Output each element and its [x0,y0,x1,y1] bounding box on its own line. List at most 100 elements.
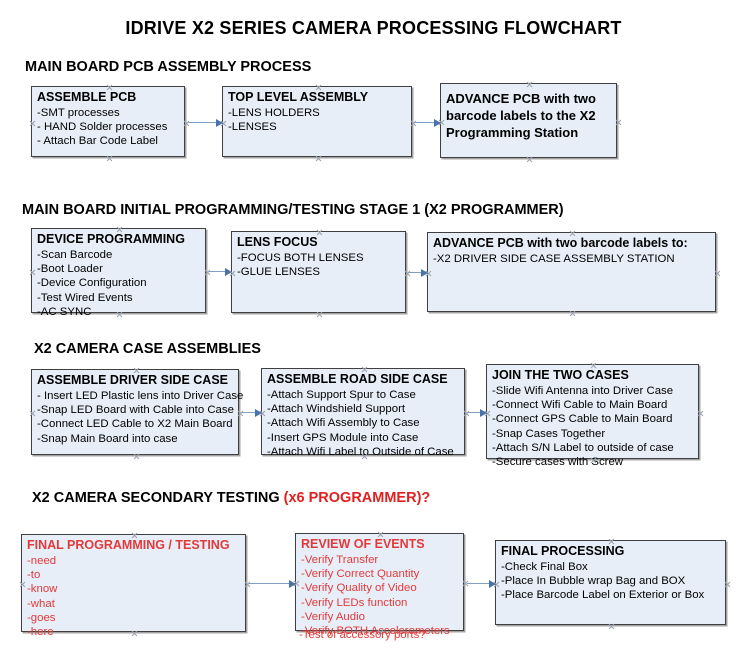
node-line: -Connect GPS Cable to Main Board [492,413,673,426]
node-top-level-assembly[interactable]: TOP LEVEL ASSEMBLY -LENS HOLDERS -LENSES [222,86,412,157]
node-line: -Attach Wifi Label to Outside of Case [267,445,454,458]
node-assemble-driver-side-case[interactable]: ASSEMBLE DRIVER SIDE CASE - Insert LED P… [29,369,244,455]
node-line: -Attach Support Spur to Case [267,389,416,401]
section-label: X2 CAMERA CASE ASSEMBLIES [34,341,261,357]
node-line: -Snap Cases Together [492,427,606,440]
node-line: -Boot Loader [37,263,103,276]
node-line: -Slide Wifi Antenna into Driver Case [492,385,674,397]
node-title: LENS FOCUS [237,235,318,249]
section-header-initial-programming: MAIN BOARD INITIAL PROGRAMMING/TESTING S… [22,202,564,218]
node-advance-pcb-driver-station[interactable]: ADVANCE PCB with two barcode labels to: … [427,232,716,312]
connection-handle-left[interactable] [29,410,36,417]
node-line: -what [27,597,55,610]
node-line-overflow-accessory-ports: -Test of accessory ports? [299,629,426,641]
node-final-programming-testing[interactable]: FINAL PROGRAMMING / TESTING -need -to -k… [19,534,246,638]
node-line: -AC SYNC [37,305,92,318]
node-line: -Verify Transfer [301,554,379,566]
node-title: FINAL PROCESSING [501,544,625,558]
node-title: ADVANCE PCB with two barcode labels to: [433,236,688,250]
connection-handle-right[interactable] [204,269,211,276]
node-line: -Test Wired Events [37,291,133,304]
section-label-accent: (x6 PROGRAMMER)? [283,490,431,506]
node-line: -Snap Main Board into case [37,432,178,445]
connector-finalprog-to-review [249,579,296,588]
connection-handle-left[interactable] [29,120,36,127]
section-label: X2 CAMERA SECONDARY TESTING [32,490,284,506]
section-header-pcb-assembly: MAIN BOARD PCB ASSEMBLY PROCESS [25,59,311,75]
connection-handle-right[interactable] [410,120,417,127]
node-title: DEVICE PROGRAMMING [37,232,185,246]
node-line: -LENS HOLDERS [228,107,320,119]
node-review-of-events[interactable]: REVIEW OF EVENTS -Verify Transfer -Verif… [295,533,464,637]
connector-device-to-lens [209,267,232,276]
node-line: -GLUE LENSES [237,266,320,279]
node-line: -goes [27,611,56,624]
node-title: JOIN THE TWO CASES [492,368,629,382]
node-line: -Verify BOTH Accelerometers [301,625,450,638]
node-line: -need [27,555,57,567]
node-line: -FOCUS BOTH LENSES [237,252,364,264]
connection-handle-bottom[interactable] [315,155,322,162]
node-line: -Connect LED Cable to X2 Main Board [37,418,233,431]
connector-review-to-final-processing [467,579,496,588]
connector-lens-to-advance [408,268,428,277]
node-title: ADVANCE PCB with two barcode labels to t… [446,91,596,140]
node-line: -Attach S/N Label to outside of case [492,441,674,454]
node-line: - HAND Solder processes [37,121,168,134]
node-line: -here [27,626,54,639]
node-line: -Place Barcode Label on Exterior or Box [501,589,705,602]
connection-handle-right[interactable] [714,270,721,277]
node-title: ASSEMBLE ROAD SIDE CASE [267,372,448,386]
node-line: -to [27,569,41,582]
node-device-programming[interactable]: DEVICE PROGRAMMING -Scan Barcode -Boot L… [29,228,206,318]
node-title: REVIEW OF EVENTS [301,537,425,551]
node-assemble-pcb[interactable]: ASSEMBLE PCB -SMT processes - HAND Solde… [31,86,185,157]
node-line: -Insert GPS Module into Case [267,431,419,444]
connection-handle-left[interactable] [19,581,26,588]
node-line: -Secure cases with Screw [492,456,624,469]
node-line: -Connect Wifi Cable to Main Board [492,399,668,412]
node-advance-pcb-programming-station[interactable]: ADVANCE PCB with two barcode labels to t… [440,83,617,158]
node-line: -Device Configuration [37,277,147,290]
connection-handle-right[interactable] [183,120,190,127]
node-line: -LENSES [228,121,277,134]
connection-handle-right[interactable] [615,119,622,126]
node-line: -Verify Correct Quantity [301,568,420,581]
node-line: -Check Final Box [501,561,588,573]
node-line: -Attach Windshield Support [267,403,406,416]
connection-handle-right[interactable] [697,410,704,417]
connection-handle-right[interactable] [724,581,731,588]
connection-handle-right[interactable] [244,581,251,588]
connection-handle-top[interactable] [526,81,533,88]
connector-road-to-join [468,408,487,417]
node-title: ASSEMBLE PCB [37,90,137,104]
section-label: MAIN BOARD PCB ASSEMBLY PROCESS [25,59,312,75]
node-lens-focus[interactable]: LENS FOCUS -FOCUS BOTH LENSES -GLUE LENS… [231,231,406,313]
node-line: - Insert LED Plastic lens into Driver Ca… [37,390,244,402]
connection-handle-bottom[interactable] [133,453,140,460]
node-join-the-two-cases[interactable]: JOIN THE TWO CASES -Slide Wifi Antenna i… [486,364,699,468]
section-header-case-assemblies: X2 CAMERA CASE ASSEMBLIES [34,341,261,357]
connection-handle-bottom[interactable] [316,311,323,318]
connection-handle-left[interactable] [29,269,36,276]
connection-handle-bottom[interactable] [569,310,576,317]
node-line: -X2 DRIVER SIDE CASE ASSEMBLY STATION [433,253,675,265]
node-line: -Place In Bubble wrap Bag and BOX [501,575,686,588]
connection-handle-bottom[interactable] [106,155,113,162]
node-line: -know [27,583,58,596]
node-assemble-road-side-case[interactable]: ASSEMBLE ROAD SIDE CASE -Attach Support … [261,368,465,458]
connector-pcb-to-toplevel [188,118,223,127]
node-line: -Snap LED Board with Cable into Case [37,404,234,417]
connection-handle-bottom[interactable] [526,156,533,163]
node-line: -Scan Barcode [37,249,113,261]
connection-handle-right[interactable] [463,410,470,417]
node-title: FINAL PROGRAMMING / TESTING [27,538,230,552]
connection-handle-bottom[interactable] [608,623,615,630]
connection-handle-right[interactable] [404,270,411,277]
node-line: - Attach Bar Code Label [37,135,158,148]
node-final-processing[interactable]: FINAL PROCESSING -Check Final Box -Place… [495,540,726,625]
connection-handle-right[interactable] [237,410,244,417]
section-label: MAIN BOARD INITIAL PROGRAMMING/TESTING S… [22,202,564,218]
node-line: -Verify LEDs function [301,596,408,609]
